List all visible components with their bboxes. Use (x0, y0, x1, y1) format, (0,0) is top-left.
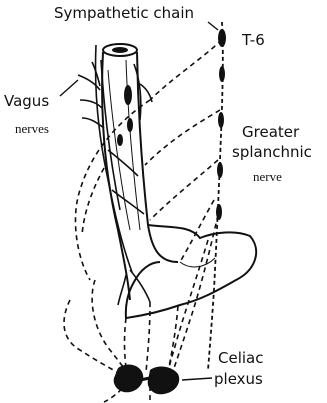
esophagus-right-wall (137, 52, 178, 262)
ganglion-t6 (218, 29, 226, 47)
label-splanchnic-nerve: nerve (253, 170, 282, 183)
ganglion (217, 162, 223, 178)
pointer-vagus (60, 80, 78, 96)
pointer-celiac (182, 378, 212, 380)
stomach (126, 225, 256, 318)
label-celiac: Celiac (218, 351, 263, 366)
sympathetic-chain (208, 22, 226, 370)
label-greater: Greater (242, 125, 299, 140)
label-t6: T-6 (242, 33, 265, 48)
ganglion (219, 66, 225, 82)
label-vagus-nerves: nerves (15, 122, 49, 135)
label-vagus: Vagus (4, 94, 49, 109)
label-pointers (60, 22, 218, 380)
label-splanchnic: splanchnic (232, 145, 312, 160)
ganglion (218, 112, 224, 128)
pointer-sympathetic-chain (208, 22, 218, 30)
label-sympathetic-chain: Sympathetic chain (54, 6, 194, 21)
vagus-nerve-trunks (78, 45, 152, 305)
label-plexus: plexus (214, 372, 263, 387)
